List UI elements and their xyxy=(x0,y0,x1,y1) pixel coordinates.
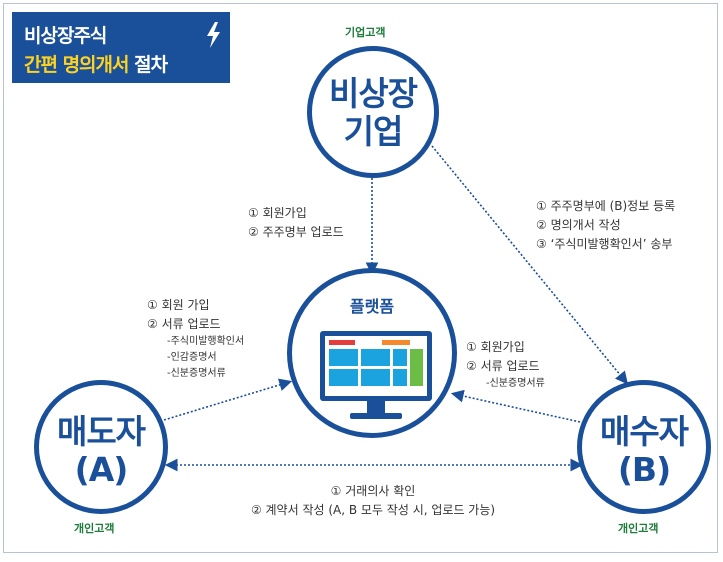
diagram-frame: 비상장주식 간편 명의개서 절차 기업고객 비상장 기업 플랫폼 xyxy=(3,3,718,553)
buyer-platform-step-2: ② 서류 업로드 xyxy=(466,359,540,373)
title-suffix: 절차 xyxy=(134,54,168,76)
seller-doc-3: -신분증명서류 xyxy=(167,368,226,379)
company-node: 비상장 기업 xyxy=(307,46,439,178)
buyer-name-line-1: 매수자 xyxy=(599,412,689,451)
seller-doc-1: -주식미발행확인서 xyxy=(167,336,245,347)
buyer-name-line-2: (B) xyxy=(617,450,671,489)
company-buyer-step-1: ① 주주명부에 (B)정보 등록 xyxy=(536,199,676,213)
edge-seller-platform xyxy=(163,378,293,421)
company-platform-step-2: ② 주주명부 업로드 xyxy=(248,225,344,239)
buyer-platform-note: ① 회원가입 ② 서류 업로드 -신분증명서류 xyxy=(466,338,545,392)
seller-platform-step-2: ② 서류 업로드 xyxy=(147,317,221,331)
title-highlight: 간편 명의개서 xyxy=(24,54,129,76)
company-platform-step-1: ① 회원가입 xyxy=(248,206,307,220)
buyer-doc-1: -신분증명서류 xyxy=(486,378,545,389)
seller-buyer-step-1: ① 거래의사 확인 xyxy=(330,484,416,498)
title-banner: 비상장주식 간편 명의개서 절차 xyxy=(12,12,230,83)
seller-role-label: 개인고객 xyxy=(74,522,115,535)
buyer-node: 매수자 (B) xyxy=(577,380,711,514)
seller-name-line-2: (A) xyxy=(74,450,129,489)
company-platform-note: ① 회원가입 ② 주주명부 업로드 xyxy=(248,204,344,242)
bolt-icon xyxy=(207,22,220,48)
seller-buyer-note: ① 거래의사 확인 ② 계약서 작성 (A, B 모두 작성 시, 업로드 가능… xyxy=(228,482,518,520)
buyer-role-label: 개인고객 xyxy=(618,522,659,535)
buyer-platform-step-1: ① 회원가입 xyxy=(466,340,525,354)
seller-node: 매도자 (A) xyxy=(34,380,168,514)
company-name-line-1: 비상장 xyxy=(328,74,418,113)
platform-label: 플랫폼 xyxy=(349,297,395,316)
seller-platform-note: ① 회원 가입 ② 서류 업로드 -주식미발행확인서 -인감증명서 -신분증명서… xyxy=(147,296,244,382)
monitor-icon xyxy=(320,331,432,419)
company-buyer-step-2: ② 명의개서 작성 xyxy=(536,218,621,232)
title-line-1: 비상장주식 xyxy=(24,25,107,47)
edge-company-buyer xyxy=(431,145,629,385)
seller-platform-step-1: ① 회원 가입 xyxy=(147,298,210,312)
title-line-2: 간편 명의개서 절차 xyxy=(24,50,168,77)
company-buyer-step-3: ③ ‘주식미발행확인서’ 송부 xyxy=(536,237,673,251)
platform-node: 플랫폼 xyxy=(287,268,457,438)
company-name-line-2: 기업 xyxy=(343,112,404,151)
seller-buyer-step-2: ② 계약서 작성 (A, B 모두 작성 시, 업로드 가능) xyxy=(250,503,496,517)
seller-name-line-1: 매도자 xyxy=(56,412,146,451)
company-role-label: 기업고객 xyxy=(345,26,386,39)
company-buyer-note: ① 주주명부에 (B)정보 등록 ② 명의개서 작성 ③ ‘주식미발행확인서’ … xyxy=(536,197,675,254)
connector-lines xyxy=(163,145,629,472)
seller-doc-2: -인감증명서 xyxy=(167,352,217,363)
edge-buyer-platform xyxy=(450,389,581,423)
